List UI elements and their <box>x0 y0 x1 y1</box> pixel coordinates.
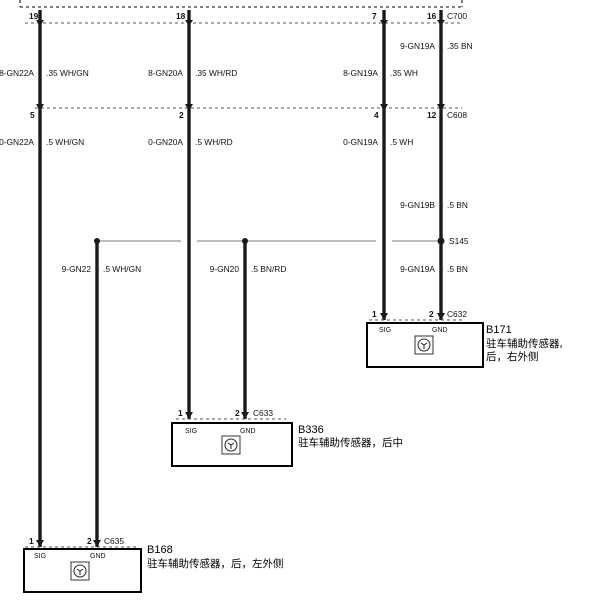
module-border <box>19 0 463 8</box>
wire-spec: .5 BN <box>447 200 468 210</box>
connector-label-c608: C608 <box>447 110 467 120</box>
component-description: 后，右外侧 <box>486 350 539 363</box>
component-description: 驻车辅助传感器，后，左外侧 <box>147 557 284 570</box>
pin-number: 2 <box>87 536 92 546</box>
component-b171: 1 2 C632 SIG GND B171 驻车辅助传感器, 后，右外侧 <box>366 309 563 368</box>
component-b336: 1 2 C633 SIG GND B336 驻车辅助传感器，后中 <box>171 408 403 467</box>
component-b168: 1 2 C635 SIG GND B168 驻车辅助传感器，后，左外侧 <box>23 536 284 593</box>
connector-label-c635: C635 <box>104 536 124 546</box>
pin-number: 1 <box>372 309 377 319</box>
component-id: B171 <box>486 324 512 336</box>
splice-dot <box>242 238 248 244</box>
wire-spec: .5 WH <box>390 137 413 147</box>
wire-spec: .5 WH/GN <box>46 137 84 147</box>
wire-spec: .35 WH <box>390 68 418 78</box>
pin-number: 1 <box>178 408 183 418</box>
wire-code: 9-GN22 <box>62 264 92 274</box>
connector-label-c632: C632 <box>447 309 467 319</box>
connector-label-s145: S145 <box>449 236 469 246</box>
wire-spec: .5 BN/RD <box>251 264 286 274</box>
wire-code: 9-GN19A <box>400 41 435 51</box>
pin-label-gnd: GND <box>432 327 448 334</box>
wire-spec: .35 WH/RD <box>195 68 237 78</box>
wire-code: 0-GN22A <box>0 137 34 147</box>
pin-number: 1 <box>29 536 34 546</box>
pin-number: 7 <box>372 11 377 21</box>
wire-code: 8-GN19A <box>343 68 378 78</box>
wire-code: 9-GN19A <box>400 264 435 274</box>
connector-arrows <box>36 20 445 547</box>
pin-number: 12 <box>427 110 437 120</box>
pin-label-gnd: GND <box>90 553 106 560</box>
pin-label-sig: SIG <box>379 327 391 334</box>
parking-sensor-icon <box>221 435 241 455</box>
connector-label-c700: C700 <box>447 11 467 21</box>
wire-code: 9-GN20 <box>210 264 240 274</box>
pin-number: 16 <box>427 11 437 21</box>
pin-number: 18 <box>176 11 186 21</box>
component-description: 驻车辅助传感器，后中 <box>298 436 403 449</box>
wire-code: 9-GN19B <box>400 200 435 210</box>
wire-spec: .5 WH/RD <box>195 137 233 147</box>
splice-dot <box>94 238 100 244</box>
pin-number: 2 <box>429 309 434 319</box>
pin-number: 2 <box>179 110 184 120</box>
wire-code: 8-GN22A <box>0 68 34 78</box>
component-id: B336 <box>298 424 324 436</box>
wire-spec: .35 WH/GN <box>46 68 89 78</box>
parking-sensor-icon <box>414 335 434 355</box>
parking-sensor-icon <box>70 561 90 581</box>
wire-spec: .5 BN <box>447 264 468 274</box>
connector-label-c633: C633 <box>253 408 273 418</box>
splice-dot <box>437 237 445 245</box>
pin-label-sig: SIG <box>185 428 197 435</box>
component-id: B168 <box>147 544 173 556</box>
pin-label-sig: SIG <box>34 553 46 560</box>
wire-code: 8-GN20A <box>148 68 183 78</box>
pin-label-gnd: GND <box>240 428 256 435</box>
wire-code: 0-GN20A <box>148 137 183 147</box>
pin-number: 4 <box>374 110 379 120</box>
wire-spec: .5 WH/GN <box>103 264 141 274</box>
pin-number: 19 <box>29 11 39 21</box>
component-description: 驻车辅助传感器, <box>486 337 563 350</box>
wire-code: 0-GN19A <box>343 137 378 147</box>
pin-number: 5 <box>30 110 35 120</box>
wire-spec: .35 BN <box>447 41 473 51</box>
pin-number: 2 <box>235 408 240 418</box>
